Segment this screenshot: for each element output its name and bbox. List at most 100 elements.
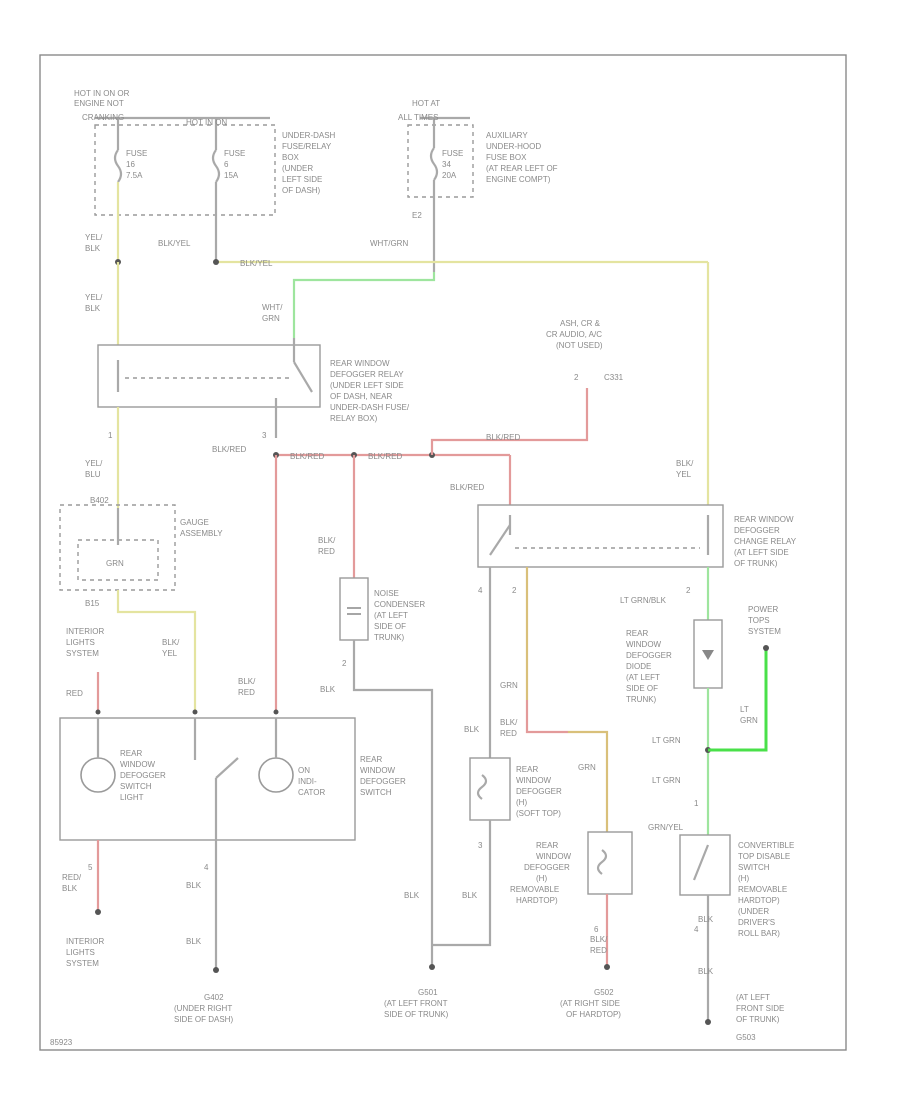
label: GRN — [740, 716, 758, 725]
connector-point — [95, 709, 101, 715]
label: FUSE BOX — [486, 153, 527, 162]
label: UNDER-DASH FUSE/ — [330, 403, 410, 412]
label: REMOVABLE — [738, 885, 787, 894]
label: WINDOW — [626, 640, 662, 649]
label: REAR — [516, 765, 538, 774]
label: DEFOGGER — [524, 863, 570, 872]
label: DEFOGGER RELAY — [330, 370, 404, 379]
label: BLK — [462, 891, 478, 900]
label: TRUNK) — [374, 633, 405, 642]
label: WINDOW — [120, 760, 156, 769]
label: ASSEMBLY — [180, 529, 223, 538]
label: OF TRUNK) — [734, 559, 778, 568]
label: REAR — [626, 629, 648, 638]
label: (AT RIGHT SIDE — [560, 999, 620, 1008]
wire-blk-condenser-ground — [352, 640, 434, 965]
label: BLK/YEL — [158, 239, 191, 248]
label: HOT AT — [412, 99, 440, 108]
label: (NOT USED) — [556, 341, 603, 350]
label: 16 — [126, 160, 135, 169]
label: SIDE OF DASH) — [174, 1015, 233, 1024]
label: 4 — [478, 586, 483, 595]
label: ENGINE COMPT) — [486, 175, 551, 184]
label: FUSE — [126, 149, 147, 158]
label: (SOFT TOP) — [516, 809, 561, 818]
label: INTERIOR — [66, 937, 104, 946]
label: GRN — [578, 763, 596, 772]
label: TOP DISABLE — [738, 852, 790, 861]
label: 34 — [442, 160, 451, 169]
label: ON — [298, 766, 310, 775]
label: (UNDER — [738, 907, 769, 916]
label: 7.5A — [126, 171, 143, 180]
label: 20A — [442, 171, 457, 180]
label: OF TRUNK) — [736, 1015, 780, 1024]
switch-arm — [215, 757, 239, 779]
label: INDI- — [298, 777, 317, 786]
label: BLK/ — [590, 935, 608, 944]
label: BLK — [186, 881, 202, 890]
label: BLK — [85, 244, 101, 253]
label: (UNDER LEFT SIDE — [330, 381, 404, 390]
label: SIDE OF — [374, 622, 406, 631]
label: WINDOW — [516, 776, 552, 785]
label: SYSTEM — [748, 627, 781, 636]
label: SWITCH — [120, 782, 152, 791]
label: (H) — [516, 798, 527, 807]
label: 2 — [342, 659, 347, 668]
label: FUSE — [224, 149, 245, 158]
connector-point — [192, 709, 198, 715]
label: SIDE OF — [626, 684, 658, 693]
label: RED/ — [62, 873, 82, 882]
label: HARDTOP) — [738, 896, 780, 905]
label: BLK/ — [500, 718, 518, 727]
label: YEL/ — [85, 293, 103, 302]
splice-point — [213, 259, 219, 265]
label: 2 — [686, 586, 691, 595]
label: (AT LEFT — [626, 673, 660, 682]
label: 4 — [204, 863, 209, 872]
convertible-top-disable-switch — [679, 834, 731, 896]
label: 1 — [694, 799, 699, 808]
label: DIODE — [626, 662, 651, 671]
label: BLK/ — [676, 459, 694, 468]
label: BLK — [464, 725, 480, 734]
wire-blk-red-pin — [525, 700, 568, 734]
wire-grn-hardtop — [568, 730, 609, 832]
label: INTERIOR — [66, 627, 104, 636]
under-dash-fuse-box — [94, 124, 276, 216]
label: OF DASH) — [282, 186, 321, 195]
label: G502 — [594, 988, 614, 997]
label: ROLL BAR) — [738, 929, 780, 938]
label: BLK/ — [318, 536, 336, 545]
relay-switch-arm — [293, 361, 313, 393]
relay-switch-arm — [489, 524, 511, 556]
label: OF HARDTOP) — [566, 1010, 621, 1019]
heater-element — [596, 849, 608, 875]
label: BLK — [85, 304, 101, 313]
label: GRN — [500, 681, 518, 690]
label: BOX — [282, 153, 300, 162]
label: 6 — [224, 160, 229, 169]
ground-point — [213, 967, 219, 973]
label: BLK/YEL — [240, 259, 273, 268]
label: RED — [238, 688, 255, 697]
label: ENGINE NOT — [74, 99, 124, 108]
label: SWITCH — [360, 788, 392, 797]
label: BLK — [320, 685, 336, 694]
connector-point — [763, 645, 769, 651]
wire-blk-soft-top-ground — [432, 820, 492, 947]
label: WINDOW — [536, 852, 572, 861]
ground-point — [429, 964, 435, 970]
label: TOPS — [748, 616, 770, 625]
label: BLK/RED — [486, 433, 520, 442]
label: REAR — [536, 841, 558, 850]
label: WHT/GRN — [370, 239, 408, 248]
heater-element — [476, 774, 488, 800]
footer-code: 85923 — [50, 1038, 73, 1047]
label: (AT LEFT FRONT — [384, 999, 448, 1008]
label: SIDE OF TRUNK) — [384, 1010, 449, 1019]
fuse-34-symbol — [429, 147, 439, 181]
label: YEL/ — [85, 459, 103, 468]
